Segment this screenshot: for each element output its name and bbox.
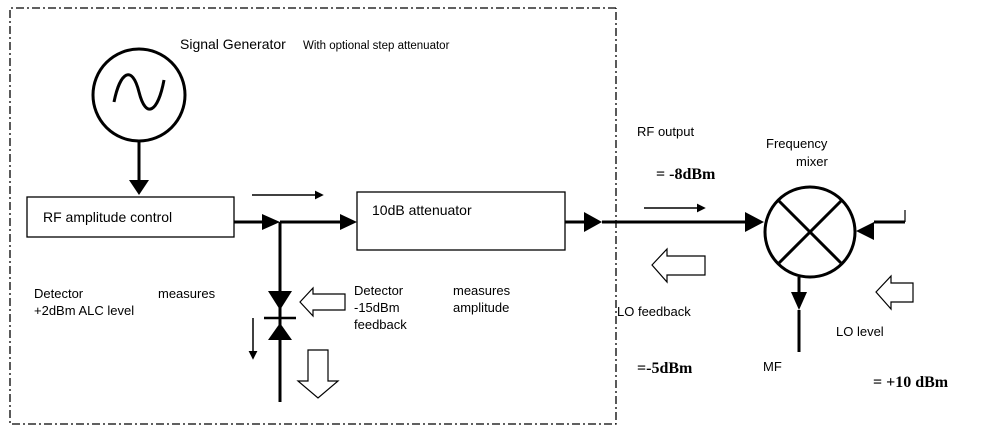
detector-diode-upper-icon (268, 291, 292, 310)
detector-left-label-1: Detector (34, 286, 84, 301)
oscillator-icon (91, 47, 187, 143)
frequency-mixer-label-1: Frequency (766, 136, 828, 151)
rf-output-level: = -8dBm (656, 166, 716, 183)
mf-label: MF (763, 359, 782, 374)
rf-amplitude-control-label: RF amplitude control (43, 209, 172, 225)
lo-level-arrow-icon (875, 274, 914, 311)
signal-arrow-2-icon (340, 214, 357, 230)
rf-amplitude-control-block (26, 196, 235, 238)
mixer-icon (763, 185, 857, 279)
lo-level-label: LO level (836, 324, 884, 339)
attenuator-label: 10dB attenuator (372, 202, 472, 218)
detector-down-hollow-arrow-icon (296, 349, 340, 399)
detector-right-label-5: feedback (354, 317, 407, 332)
generator-enclosure (9, 7, 617, 425)
signal-arrow-1-icon (262, 214, 280, 230)
detector-right-label-2: measures (453, 283, 511, 298)
oscillator-arrow-icon (129, 180, 149, 195)
mixer-output-arrow-icon (791, 292, 807, 310)
lo-input-arrow-icon (856, 222, 874, 240)
mixer-input-arrow-icon (745, 212, 764, 232)
detector-diode-lower-icon (268, 323, 292, 340)
detector-right-label-1: Detector (354, 283, 404, 298)
detector-left-label-2: measures (158, 286, 216, 301)
lo-feedback-arrow-icon (651, 247, 706, 284)
detector-right-label-3: -15dBm (354, 300, 400, 315)
detector-right-label-4: amplitude (453, 300, 509, 315)
lo-feedback-level: =-5dBm (637, 360, 693, 377)
diagram-title: Signal Generator (180, 36, 286, 52)
rf-output-label: RF output (637, 124, 694, 139)
detector-left-label-3: +2dBm ALC level (34, 303, 134, 318)
lo-level-value: = +10 dBm (873, 374, 949, 391)
lo-feedback-label: LO feedback (617, 304, 691, 319)
attenuator-output-arrow-icon (584, 212, 602, 232)
attenuator-block (356, 191, 566, 251)
diagram-subtitle: With optional step attenuator (303, 40, 450, 52)
frequency-mixer-label-2: mixer (796, 154, 828, 169)
detector-feedback-arrow-icon (299, 286, 346, 318)
